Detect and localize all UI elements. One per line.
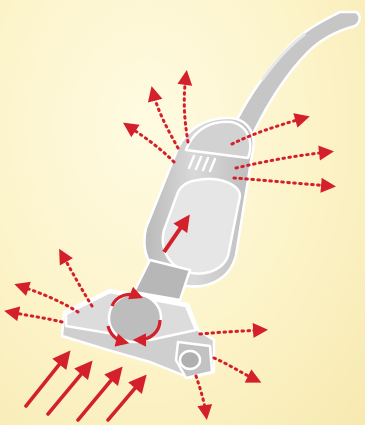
airflow-arrow-icon — [128, 126, 174, 162]
airflow-arrow-icon — [62, 254, 92, 306]
vacuum-handle — [233, 12, 360, 136]
intake-arrows — [26, 356, 142, 420]
intake-arrow-icon — [108, 380, 142, 420]
airflow-arrow-icon — [200, 330, 262, 334]
airflow-arrow-icon — [10, 312, 62, 322]
vacuum-cleaner-icon — [62, 12, 360, 378]
airflow-arrow-icon — [184, 76, 188, 142]
vacuum-side-knob — [180, 351, 200, 369]
airflow-arrow-icon — [153, 92, 178, 148]
airflow-arrow-icon — [214, 358, 256, 380]
airflow-arrow-icon — [196, 376, 206, 414]
